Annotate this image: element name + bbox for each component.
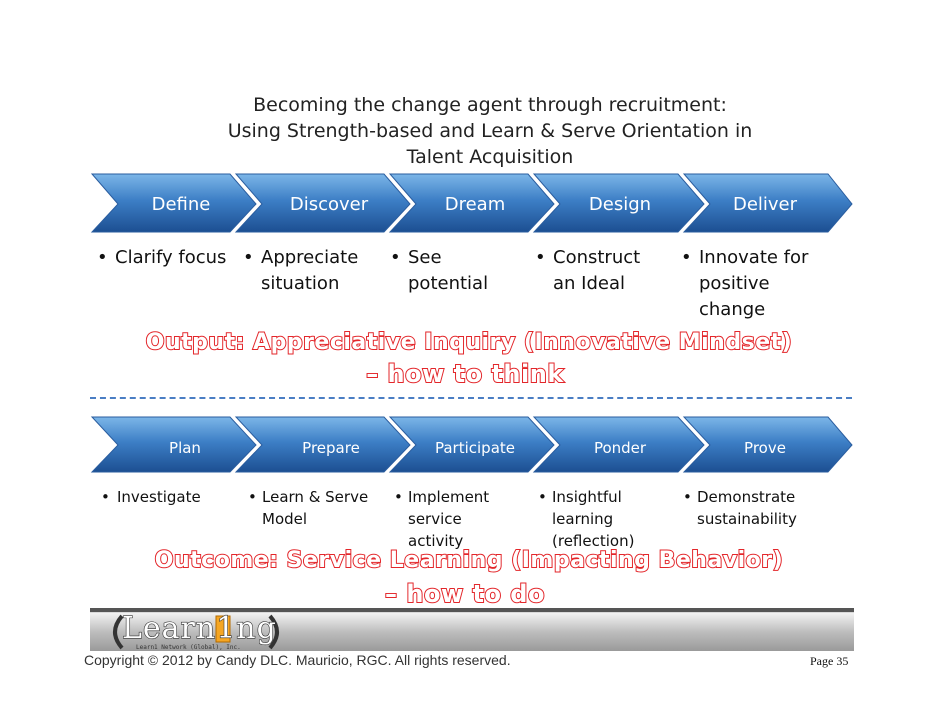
bullet-dream: • See potential — [390, 247, 489, 294]
bullet-dot: • — [394, 488, 403, 506]
output-callout-line-2: – how to think — [365, 359, 564, 389]
bullet-prove: • Demonstrate sustainability — [683, 488, 797, 528]
step-prepare: Prepare — [302, 439, 360, 457]
bullet-ponder: • Insightful learning (reflection) — [538, 488, 635, 550]
step-deliver: Deliver — [732, 194, 798, 215]
learning-logo — [113, 614, 279, 650]
step-define: Define — [151, 194, 211, 215]
page-number: Page 35 — [810, 654, 849, 668]
footer-top-rule — [90, 608, 854, 612]
bullet-dot: • — [538, 488, 547, 506]
chevron-shape-prepare — [234, 416, 411, 473]
logo-subtitle: Learn1 Network (Global), Inc. — [136, 644, 241, 651]
chevron-shape-dream — [388, 173, 555, 233]
section-divider — [90, 397, 852, 399]
step-discover: Discover — [289, 194, 369, 215]
bullet-deliver: • Innovate for positive change — [681, 247, 809, 320]
outcome-callout-line-1: Outcome: Service Learning (Impacting Beh… — [154, 547, 784, 574]
process-flow-1: Define Discover Dream Design Deliver — [0, 170, 942, 234]
copyright-text: Copyright © 2012 by Candy DLC. Mauricio,… — [84, 652, 511, 668]
output-callout-line-1: Output: Appreciative Inquiry (Innovative… — [145, 329, 793, 356]
chevron-shape-define — [90, 173, 257, 233]
logo-text: Learn1ng — [121, 611, 277, 646]
title-line-3: Talent Acquisition — [406, 146, 574, 168]
bullet-dot: • — [681, 247, 692, 268]
chevron-shape-prove — [682, 416, 853, 473]
bullet-dot: • — [248, 488, 257, 506]
chevron-shape-design — [532, 173, 705, 233]
chevron-shape-plan — [90, 416, 257, 473]
slide-title: Becoming the change agent through recrui… — [0, 92, 942, 170]
step-plan: Plan — [169, 439, 201, 457]
bullet-dot: • — [535, 247, 546, 268]
chevron-shape-ponder — [532, 416, 705, 473]
bullet-dot: • — [243, 247, 254, 268]
chevron-shape-discover — [234, 173, 411, 233]
bullet-dot: • — [390, 247, 401, 268]
bullet-dot: • — [101, 488, 110, 506]
title-line-2: Using Strength-based and Learn & Serve O… — [227, 120, 753, 142]
step-participate: Participate — [434, 439, 516, 457]
bullet-participate: • Implement service activity — [394, 488, 490, 550]
step-prove: Prove — [744, 439, 786, 457]
step-dream: Dream — [444, 194, 506, 215]
outcome-callout-line-2: – how to do — [384, 579, 545, 609]
bullet-plan: • Investigate — [101, 488, 201, 506]
bullet-dot: • — [97, 247, 108, 268]
step-ponder: Ponder — [593, 439, 647, 457]
bullet-dot: • — [683, 488, 692, 506]
bullet-design: • Construct an Ideal — [535, 247, 641, 294]
step-design: Design — [588, 194, 652, 215]
bullet-discover: • Appreciate situation — [243, 247, 359, 294]
bullet-define: • Clarify focus — [97, 245, 247, 271]
title-line-1: Becoming the change agent through recrui… — [253, 94, 727, 116]
chevron-row-1 — [90, 173, 853, 233]
bullet-prepare: • Learn & Serve Model — [248, 488, 369, 528]
chevron-row-2 — [90, 416, 853, 473]
process-flow-2: Plan Prepare Participate Ponder Prove — [0, 414, 942, 474]
chevron-shape-deliver — [682, 173, 853, 233]
chevron-shape-participate — [388, 416, 555, 473]
